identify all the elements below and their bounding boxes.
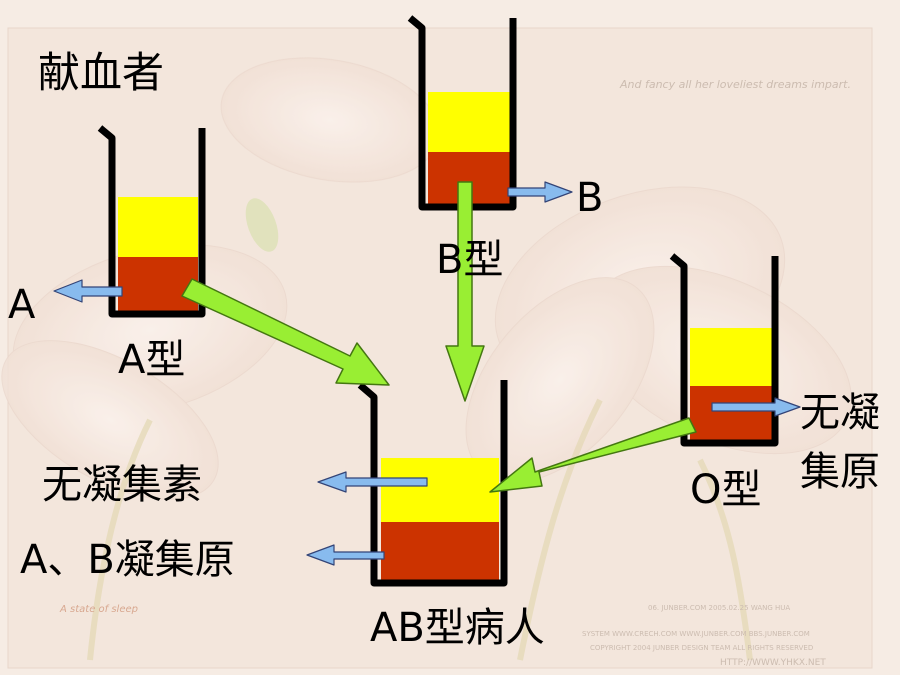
beaker-ab-type-label: AB型病人 (370, 605, 545, 651)
watermark-tagline: And fancy all her loveliest dreams impar… (620, 78, 851, 91)
label-arrow-b (507, 181, 573, 203)
watermark-credits-2: SYSTEM WWW.CRECH.COM WWW.JUNBER.COM BBS.… (582, 630, 810, 638)
beaker-b-outline (407, 15, 517, 211)
watermark-logo: A state of sleep (60, 604, 138, 615)
beaker-o-outline (669, 253, 779, 447)
transfusion-arrow-b-to-ab (445, 181, 485, 402)
beaker-a-type-label: A型 (118, 337, 186, 383)
label-arrow-ab-serum (317, 471, 428, 493)
transfusion-arrow-a-to-ab (181, 278, 390, 386)
watermark-credits-3: COPYRIGHT 2004 JUNBER DESIGN TEAM ALL RI… (590, 644, 814, 652)
label-arrow-o (711, 397, 801, 417)
beaker-b (407, 15, 517, 211)
label-arrow-ab-cells (306, 544, 385, 566)
beaker-ab-outline (357, 380, 508, 587)
beaker-ab-serum-label: 无凝集素 (42, 462, 202, 508)
beaker-ab (357, 380, 508, 587)
beaker-a-outline (97, 125, 206, 318)
watermark-url: HTTP://WWW.YHKX.NET (720, 658, 826, 668)
beaker-o-antigen-label-line2: 集原 (800, 449, 880, 495)
transfusion-arrow-o-to-ab (489, 417, 697, 493)
diagram-title: 献血者 (38, 48, 165, 97)
beaker-o-antigen-label-line1: 无凝 (800, 390, 880, 436)
beaker-b-plasma (428, 92, 510, 152)
watermark-credits-1: 06. JUNBER.COM 2005.02.25 WANG HUA (648, 604, 791, 612)
beaker-a-plasma (118, 197, 198, 257)
label-arrow-a (53, 279, 123, 303)
beaker-ab-plasma (381, 458, 499, 522)
beaker-b-type-label: B型 (436, 237, 504, 283)
beaker-ab-cells (381, 522, 499, 580)
beaker-o-type-label: O型 (690, 467, 762, 513)
beaker-a-antigen-label: A (8, 282, 36, 328)
beaker-ab-cell-label: A、B凝集原 (20, 537, 235, 583)
beaker-o-cells (690, 386, 772, 442)
beaker-b-antigen-label: B (576, 175, 604, 221)
beaker-a-cells (118, 257, 198, 313)
beaker-o-plasma (690, 328, 772, 386)
beaker-o (669, 253, 779, 447)
beaker-a (97, 125, 206, 318)
